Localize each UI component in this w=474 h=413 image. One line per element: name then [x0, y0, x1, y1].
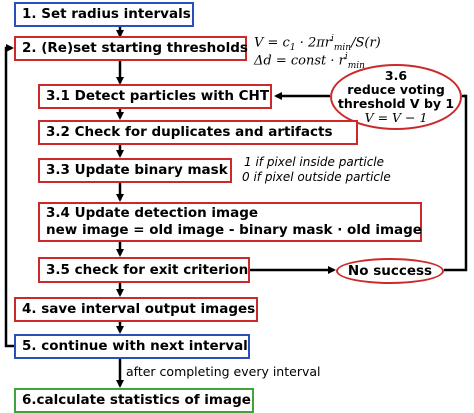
- step-2-label: 2. (Re)set starting thresholds: [22, 40, 248, 56]
- arrow-nosuccess-to-36: [444, 94, 468, 272]
- step-2-box: 2. (Re)set starting thresholds: [14, 36, 248, 61]
- step-33-label: 3.3 Update binary mask: [46, 162, 228, 178]
- formula-distance: Δd = const · rimin: [254, 52, 365, 71]
- step-31-label: 3.1 Detect particles with CHT: [46, 88, 270, 104]
- step-36-line2: reduce voting: [347, 82, 445, 97]
- step-5-label: 5. continue with next interval: [22, 338, 248, 354]
- mask-note-inside: 1 if pixel inside particle: [244, 155, 385, 169]
- step-4-label: 4. save interval output images: [22, 301, 256, 317]
- no-success-oval: No success: [336, 258, 444, 284]
- step-32-label: 3.2 Check for duplicates and artifacts: [46, 124, 333, 140]
- formula-voting-threshold: V = c1 · 2πrimin/S(r): [254, 34, 381, 53]
- step-5-box: 5. continue with next interval: [14, 334, 250, 359]
- step-34-box: 3.4 Update detection image new image = o…: [38, 202, 422, 242]
- no-success-label: No success: [347, 263, 433, 279]
- arrow-loop-5-to-2: [4, 44, 14, 348]
- step-36-line3: threshold V by 1: [337, 96, 455, 111]
- step-36-number: 3.6: [384, 68, 408, 83]
- mask-notes: 1 if pixel inside particle 0 if pixel ou…: [242, 155, 391, 185]
- step-1-box: 1. Set radius intervals: [14, 2, 194, 27]
- step-1-label: 1. Set radius intervals: [22, 6, 191, 22]
- step-33-box: 3.3 Update binary mask: [38, 158, 232, 183]
- step-36-oval: 3.6 reduce voting threshold V by 1 V = V…: [330, 64, 462, 130]
- step-6-box: 6.calculate statistics of image: [14, 388, 254, 413]
- step-36-formula: V = V − 1: [364, 110, 428, 125]
- step-34-label: 3.4 Update detection image: [46, 205, 259, 221]
- step-6-label: 6.calculate statistics of image: [22, 392, 251, 408]
- step-32-box: 3.2 Check for duplicates and artifacts: [38, 120, 358, 145]
- after-completing-label: after completing every interval: [126, 364, 321, 379]
- mask-note-outside: 0 if pixel outside particle: [242, 170, 391, 184]
- step-4-box: 4. save interval output images: [14, 297, 258, 322]
- step-31-box: 3.1 Detect particles with CHT: [38, 84, 272, 109]
- step-35-box: 3.5 check for exit criterion: [38, 257, 250, 283]
- step-34-equation: new image = old image - binary mask · ol…: [46, 222, 422, 238]
- step-35-label: 3.5 check for exit criterion: [46, 261, 249, 278]
